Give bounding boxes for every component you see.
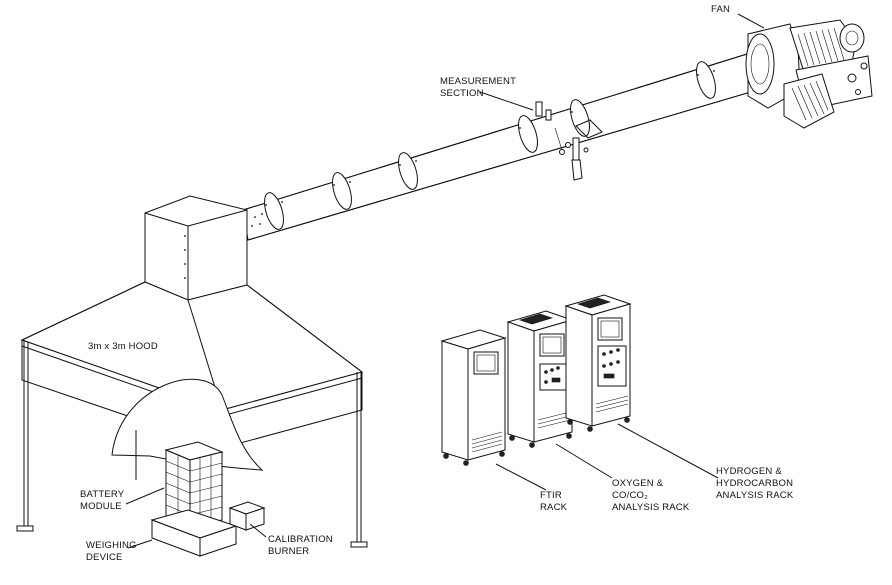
calibration-burner-label: CALIBRATION BURNER [268,534,333,557]
battery-module [164,441,224,529]
fan-label: FAN [711,4,731,15]
duct-bolts [251,70,715,227]
measurement-section-label: MEASUREMENT SECTION [440,76,517,99]
ftir-rack-cabinet [440,329,507,466]
oxygen-rack-cabinet [506,310,574,448]
rack-leader-lines [495,423,719,491]
hood-label: 3m x 3m HOOD [88,341,158,352]
weighing-device [150,509,238,557]
weighing-device-label: WEIGHING DEVICE [86,540,137,563]
ftir-rack-label: FTIR RACK [540,490,568,513]
oxygen-rack-panel [537,363,571,429]
hydrocarbon-rack-panel [595,345,629,413]
hydrocarbon-rack-label: HYDROGEN & HYDROCARBON ANALYSIS RACK [716,466,794,501]
hood-box-rivets [184,235,186,279]
hood-legs [16,340,368,548]
hood [16,195,368,548]
calibration-burner [228,501,266,531]
exhaust-duct [242,43,790,241]
left-leader-lines [125,487,267,549]
measurement-section [479,91,603,181]
oxygen-rack-label: OXYGEN & CO/CO₂ ANALYSIS RACK [612,478,690,513]
outlet-grille [791,80,829,121]
hydrocarbon-rack-cabinet [564,294,632,432]
battery-module-label: BATTERY MODULE [80,489,125,512]
fan [737,13,873,129]
ftir-vents [471,431,503,453]
motor-fins [797,27,845,67]
